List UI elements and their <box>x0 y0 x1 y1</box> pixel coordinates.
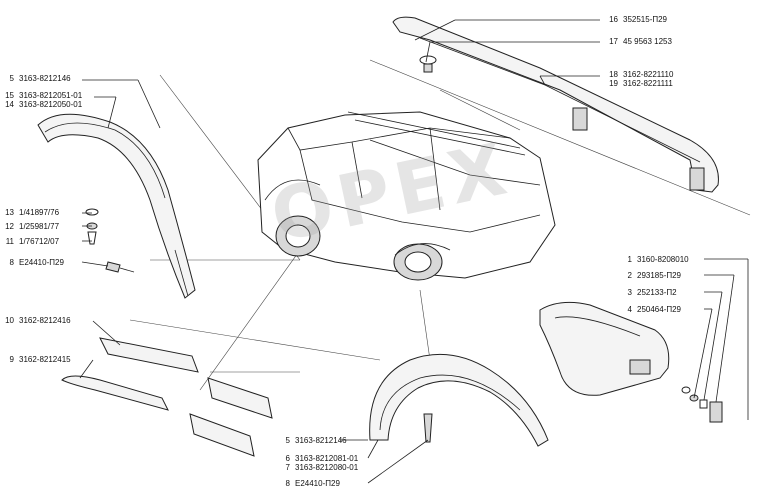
leader-lines <box>79 19 749 484</box>
rear-bumper <box>539 301 723 423</box>
sill-moldings <box>61 337 273 457</box>
front-arch-extension <box>369 353 549 447</box>
fasteners-left <box>85 208 135 273</box>
suv-body <box>257 111 556 281</box>
fastener-16-17 <box>419 55 437 73</box>
rear-arch-extension <box>37 113 196 299</box>
